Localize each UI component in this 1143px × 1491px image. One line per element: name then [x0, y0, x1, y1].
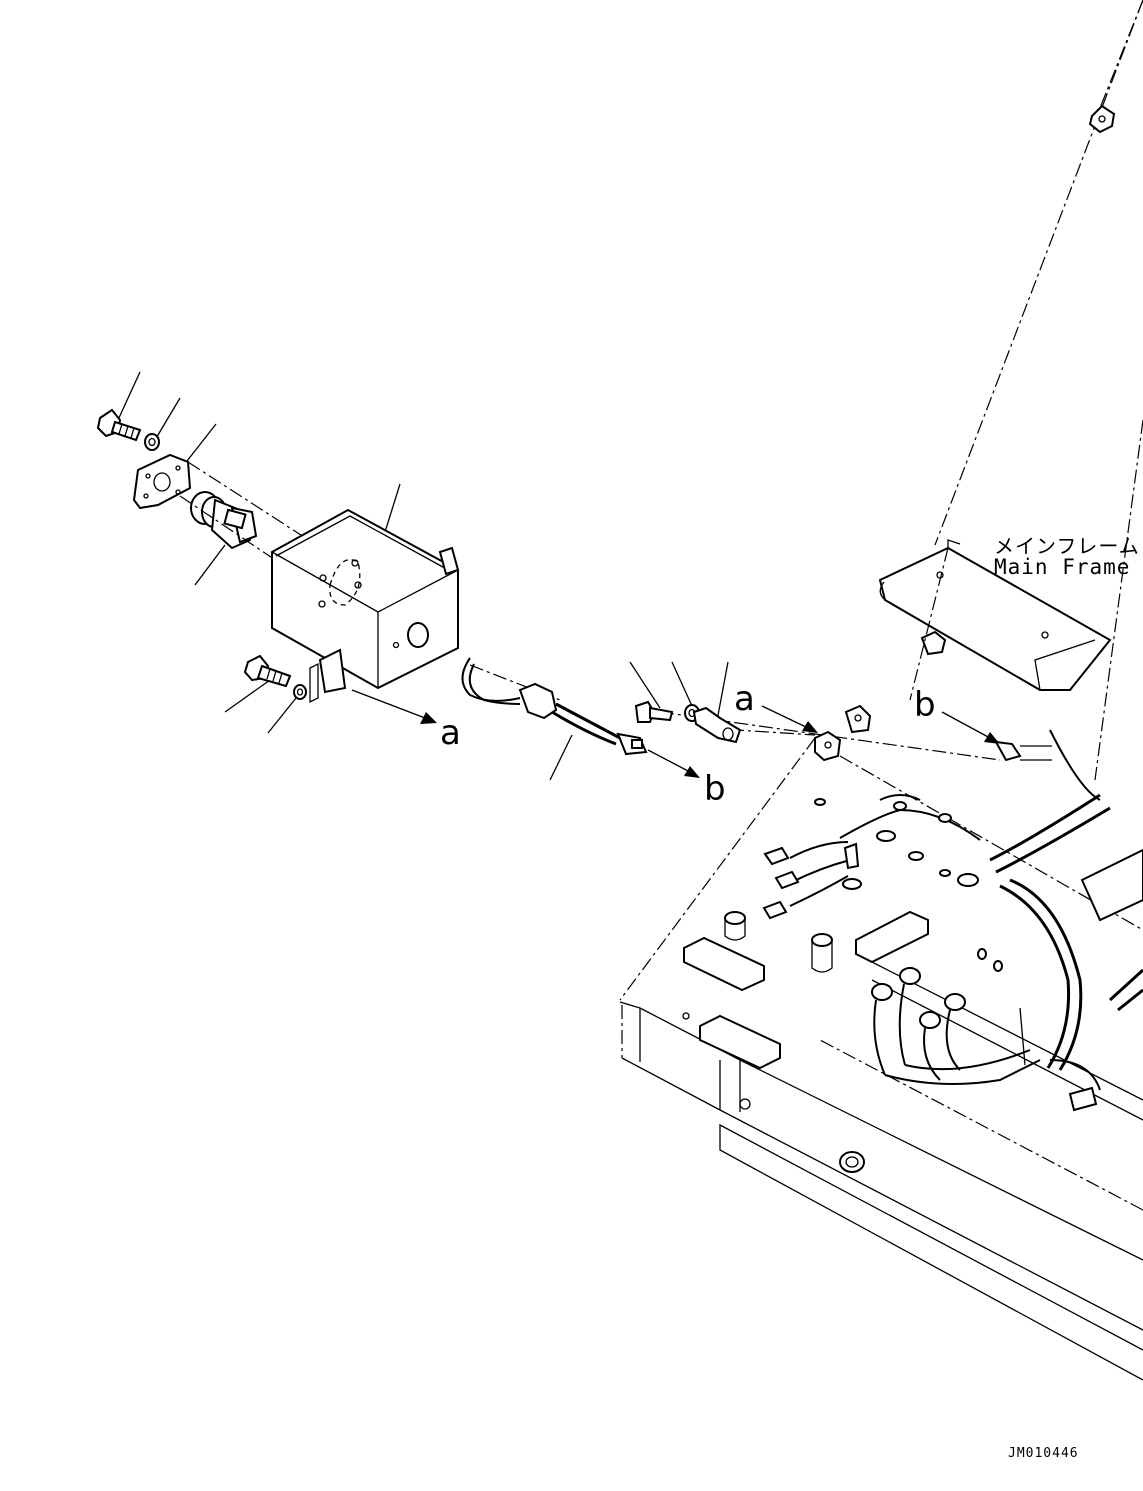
switch-box — [271, 508, 460, 704]
plate-bosses — [682, 798, 1003, 1020]
main-frame-label-jp: メインフレーム — [994, 534, 1140, 558]
plate-blocks — [683, 848, 1143, 1070]
wire-harness — [461, 657, 648, 756]
main-frame-label-en: Main Frame — [994, 555, 1131, 579]
main-frame-bracket — [878, 539, 1112, 701]
arrow-b-right — [941, 711, 1000, 744]
callout-a-right: a — [734, 679, 755, 719]
leader-lines — [117, 371, 1026, 1066]
arrow-a-left — [351, 689, 437, 724]
callout-b-right: b — [914, 685, 936, 725]
top-bracket — [1088, 104, 1116, 134]
washer-lower — [293, 684, 307, 700]
document-id: JM010446 — [1008, 1446, 1079, 1461]
bolt-lower — [243, 654, 292, 688]
hose-fittings — [871, 967, 1041, 1085]
bolt-upper — [96, 408, 142, 442]
washer-upper — [144, 433, 160, 451]
bolt-b — [634, 700, 700, 723]
frame-clips — [814, 704, 1052, 762]
reference-lines — [934, 0, 1143, 781]
arrow-a-right — [761, 705, 818, 733]
switch-assembly — [190, 491, 258, 550]
harness-clip — [692, 706, 742, 744]
arrow-b-left — [647, 749, 700, 778]
frame-plate-outline — [619, 737, 1143, 1211]
plate-harness — [762, 729, 1143, 1112]
callout-a-left: a — [440, 713, 461, 753]
mounting-plate — [132, 453, 192, 510]
callout-b-left: b — [704, 769, 726, 809]
